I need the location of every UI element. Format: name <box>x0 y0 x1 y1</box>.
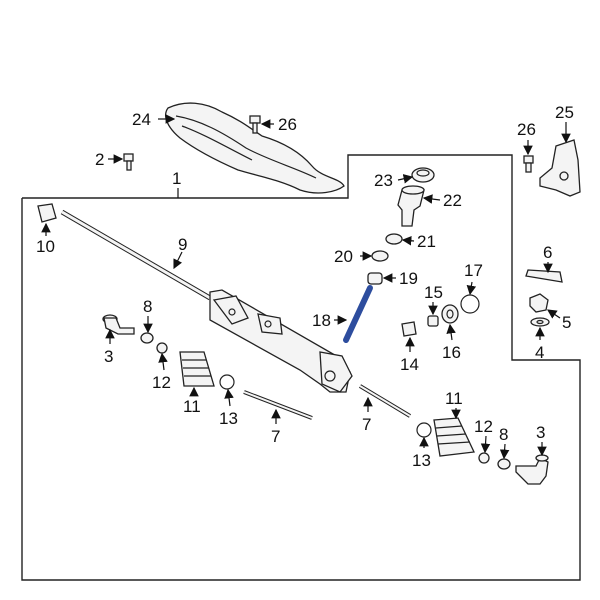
steering-rack-part <box>209 289 353 393</box>
seal-16-part <box>441 304 459 324</box>
callout-21: 21 <box>417 232 436 251</box>
callout-1: 1 <box>172 169 181 188</box>
assembly-boundary <box>21 154 581 581</box>
tie-rod-end-3a-part <box>102 314 135 335</box>
nut-8b-part <box>497 458 511 470</box>
boot-22-part <box>397 189 425 227</box>
callout-17: 17 <box>464 261 483 280</box>
bracket-25-part <box>539 139 581 197</box>
callout-7b: 7 <box>362 415 371 434</box>
tie-rod-end-3b-part <box>515 454 549 485</box>
sleeve-15-part <box>427 315 439 327</box>
callout-9: 9 <box>178 235 187 254</box>
callout-13b: 13 <box>412 451 431 470</box>
leader-17 <box>466 281 477 296</box>
leader-12a <box>158 352 168 371</box>
strip-6-part <box>525 269 563 283</box>
bolt-26-part <box>249 115 261 134</box>
bolt-2-part <box>123 153 134 171</box>
callout-24: 24 <box>132 110 151 129</box>
leader-23 <box>397 174 414 184</box>
callout-4: 4 <box>535 343 544 362</box>
callout-6: 6 <box>543 243 552 262</box>
nut-5-part <box>529 293 549 313</box>
leader-8b <box>499 443 510 460</box>
callout-23: 23 <box>374 171 393 190</box>
leader-13a <box>224 388 234 407</box>
leader-16 <box>446 323 456 341</box>
clamp-17-part <box>460 294 480 314</box>
callout-14: 14 <box>400 355 419 374</box>
leader-12b <box>480 435 491 454</box>
callout-19: 19 <box>399 269 418 288</box>
callout-26b: 26 <box>517 120 536 139</box>
callout-16: 16 <box>442 343 461 362</box>
nut-8a-part <box>140 332 154 344</box>
callout-22: 22 <box>443 191 462 210</box>
callout-3b: 3 <box>536 423 545 442</box>
bolt-26b-part <box>523 155 534 173</box>
nut-19-part <box>367 272 383 285</box>
leader-22 <box>422 194 441 204</box>
callout-18: 18 <box>312 311 331 330</box>
callout-8b: 8 <box>499 425 508 444</box>
leader-21 <box>401 235 415 246</box>
plug-14-part <box>401 321 417 337</box>
rod-18-highlight <box>343 285 373 343</box>
callout-25: 25 <box>555 103 574 122</box>
callout-10: 10 <box>36 237 55 256</box>
boot-11a-part <box>179 351 215 387</box>
clip-12b-part <box>478 452 490 464</box>
callout-11b: 11 <box>445 389 463 408</box>
callout-15: 15 <box>424 283 443 302</box>
callout-26a: 26 <box>278 115 297 134</box>
callout-7a: 7 <box>271 427 280 446</box>
clamp-13a-part <box>219 374 235 390</box>
callout-8a: 8 <box>143 297 152 316</box>
boot-11b-part <box>433 417 475 457</box>
callout-20: 20 <box>334 247 353 266</box>
bushing-20-part <box>371 250 389 262</box>
clamp-13b-part <box>416 422 432 438</box>
washer-4-part <box>530 317 550 327</box>
callout-3a: 3 <box>104 347 113 366</box>
callout-12a: 12 <box>152 373 171 392</box>
callout-2: 2 <box>95 150 104 169</box>
callout-12b: 12 <box>474 417 493 436</box>
clip-12a-part <box>156 342 168 354</box>
callout-5: 5 <box>562 313 571 332</box>
bushing-21-part <box>385 233 403 245</box>
callout-13a: 13 <box>219 409 238 428</box>
callout-11a: 11 <box>183 397 201 416</box>
leader-9 <box>173 251 183 270</box>
bushing-10-part <box>37 203 57 223</box>
leader-5 <box>547 309 561 319</box>
